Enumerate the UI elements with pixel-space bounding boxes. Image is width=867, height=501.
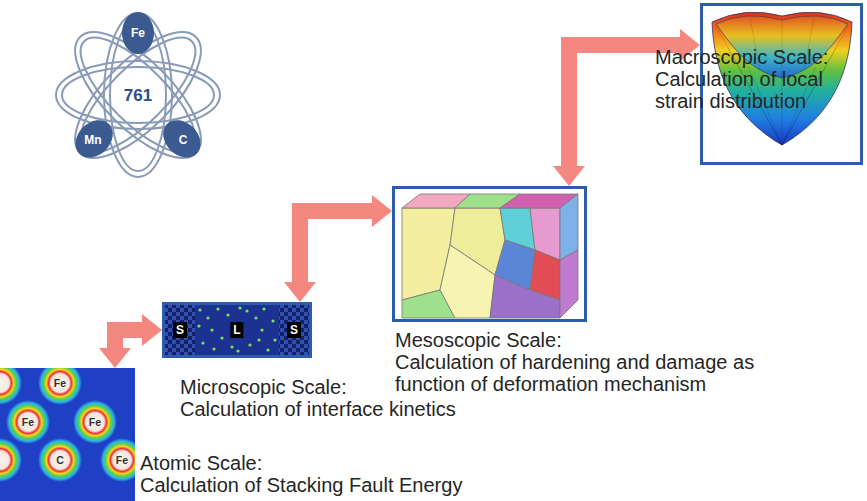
orbit [56,13,220,177]
liquid-atoms-part [260,328,263,331]
logo-number: 761 [124,87,152,104]
liquid-atoms-part [198,308,201,311]
atom [0,438,22,482]
liquid-atoms-part [212,347,215,350]
liquid-atoms [197,306,276,352]
bent-arrow [300,211,372,282]
liquid-atoms-part [236,349,239,352]
solid-region [279,305,309,355]
electron-density-map [0,368,135,501]
liquid-atoms-part [262,307,265,310]
scale-heading: Macroscopic Scale: [655,46,850,68]
scale-caption: Mesoscopic Scale:Calculation of hardenin… [395,329,795,395]
scale-description: Calculation of interface kinetics [180,398,480,420]
atom [0,368,22,405]
liquid-atoms-part [266,348,269,351]
orbit [62,67,214,123]
grain-structure-part [490,275,560,318]
liquid-atoms-part [248,343,251,346]
atomic-scale-panel: Atomic Scale:Calculation of Stacking Fau… [0,368,135,501]
liquid-atoms-part [216,307,219,310]
atom-label: Fe [89,417,101,428]
liquid-atoms-part [201,341,204,344]
liquid-atoms-part [245,309,248,312]
atom-label: Fe [54,378,66,389]
liquid-atoms-part [230,345,233,348]
scale-description: Calculation of hardening and damage as f… [395,351,795,395]
liquid-atoms-part [226,313,229,316]
atom-label: Fe [116,455,128,466]
liquid-atoms-part [257,338,260,341]
petal [156,113,208,165]
scale-description: Calculation of local strain distribution [655,68,850,112]
phase-label: S [173,322,187,338]
phase-label: L [230,322,243,338]
logo-orbits [56,13,220,177]
liquid-atoms-part [220,336,223,339]
element-symbol: C [179,134,188,146]
scale-description: Calculation of Stacking Fault Energy [140,474,560,496]
macroscopic-scale-panel: Macroscopic Scale:Calculation of local s… [700,3,863,165]
scale-heading: Atomic Scale: [140,452,560,474]
atom-label: C [56,455,64,466]
petal [122,12,154,54]
liquid-atoms-part [197,324,200,327]
atom [38,368,82,405]
atom [38,438,82,482]
liquid-atoms-part [254,316,257,319]
atom [6,400,50,444]
mesoscopic-scale-panel: Mesoscopic Scale:Calculation of hardenin… [392,186,587,322]
liquid-atoms-part [238,306,241,309]
grain-structure-part [560,250,578,318]
petal [68,113,120,165]
liquid-atoms-part [273,338,276,341]
scale-caption: Atomic Scale:Calculation of Stacking Fau… [140,452,560,496]
grain-structure [402,194,578,318]
element-symbol: Fe [131,27,145,39]
grain-structure-part [440,245,495,318]
liquid-atoms-part [206,316,209,319]
atom [100,438,135,482]
phase-label: S [287,322,301,338]
logo-petals [68,12,208,165]
orbit [56,13,220,177]
liquid-region [195,305,279,355]
solid-region [165,305,195,355]
atom-label: Fe [22,417,34,428]
scale-caption: Macroscopic Scale:Calculation of local s… [655,46,850,112]
grain-structure-part [560,194,578,260]
element-symbol: Mn [84,134,101,146]
bent-arrow [115,330,142,348]
atom [73,400,117,444]
liquid-atoms-part [271,319,274,322]
interface-simulation [165,305,309,355]
liquid-atoms-part [210,328,213,331]
logo [56,12,220,177]
scale-heading: Mesoscopic Scale: [395,329,795,351]
